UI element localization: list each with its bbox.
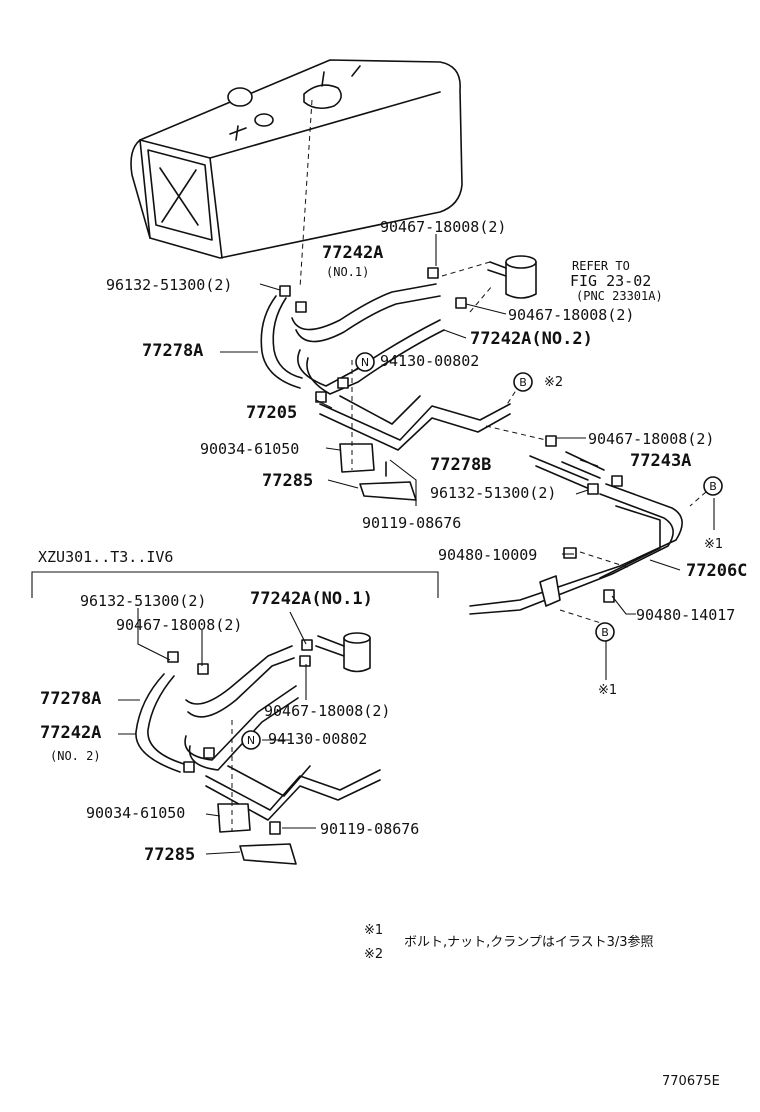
note-mark-2: ※2 bbox=[364, 947, 383, 962]
label-refer-line3: (PNC 23301A) bbox=[576, 289, 663, 303]
svg-text:N: N bbox=[361, 356, 369, 369]
label-90467-top: 90467-18008(2) bbox=[380, 218, 506, 236]
callout-b-right: B bbox=[703, 476, 723, 496]
label-90467-right: 90467-18008(2) bbox=[588, 430, 714, 448]
variant-frame bbox=[31, 571, 439, 598]
callout-n-bottom: N bbox=[241, 730, 261, 750]
label-90119-bottom: 90119-08676 bbox=[320, 820, 419, 838]
callout-b-top: B bbox=[513, 372, 533, 392]
label-77242A-no1-bottom: 77242A(NO.1) bbox=[250, 589, 373, 609]
svg-text:B: B bbox=[519, 376, 527, 389]
label-77242A-no2: 77242A(NO.2) bbox=[470, 329, 593, 349]
callout-n-top: N bbox=[355, 352, 375, 372]
label-ref1-lower: ※1 bbox=[598, 683, 617, 698]
bottom-hose-assembly bbox=[135, 632, 381, 865]
top-hose-assembly bbox=[260, 99, 707, 625]
label-90119-top: 90119-08676 bbox=[362, 514, 461, 532]
fuel-tank bbox=[130, 59, 463, 259]
label-77278B: 77278B bbox=[430, 455, 491, 475]
label-77242A-bottom: 77242A bbox=[40, 723, 101, 743]
label-ref2: ※2 bbox=[544, 375, 563, 390]
label-77243A: 77243A bbox=[630, 451, 691, 471]
label-77205: 77205 bbox=[246, 403, 297, 423]
label-refer-line1: REFER TO bbox=[572, 259, 630, 273]
leader-lines bbox=[118, 234, 715, 855]
label-94130-bottom: 94130-00802 bbox=[268, 730, 367, 748]
svg-text:B: B bbox=[601, 626, 609, 639]
label-77285-bottom: 77285 bbox=[144, 845, 195, 865]
label-77278A-bottom: 77278A bbox=[40, 689, 101, 709]
label-77206C: 77206C bbox=[686, 561, 747, 581]
label-90480-10009: 90480-10009 bbox=[438, 546, 537, 564]
label-no2-bottom: (NO. 2) bbox=[50, 749, 101, 763]
diagram-code: 770675E bbox=[662, 1074, 720, 1089]
label-96132-mid: 96132-51300(2) bbox=[430, 484, 556, 502]
label-90034-bottom: 90034-61050 bbox=[86, 804, 185, 822]
label-refer-line2: FIG 23-02 bbox=[570, 272, 651, 290]
label-90467-bottom-2: 90467-18008(2) bbox=[264, 702, 390, 720]
svg-text:B: B bbox=[709, 480, 717, 493]
label-94130-top: 94130-00802 bbox=[380, 352, 479, 370]
note-text: ボルト,ナット,クランプはイラスト3/3参照 bbox=[404, 934, 654, 950]
label-variant: XZU301..T3..IV6 bbox=[38, 548, 173, 566]
label-77278A-top: 77278A bbox=[142, 341, 203, 361]
label-77242A-top: 77242A bbox=[322, 243, 383, 263]
note-mark-1: ※1 bbox=[364, 923, 383, 938]
label-no1-top: (NO.1) bbox=[326, 265, 369, 279]
label-90034-top: 90034-61050 bbox=[200, 440, 299, 458]
label-96132-top: 96132-51300(2) bbox=[106, 276, 232, 294]
svg-text:N: N bbox=[247, 734, 255, 747]
label-77285-top: 77285 bbox=[262, 471, 313, 491]
label-90467-mid: 90467-18008(2) bbox=[508, 306, 634, 324]
label-ref1-right: ※1 bbox=[704, 537, 723, 552]
callout-b-lower: B bbox=[595, 622, 615, 642]
label-90467-bottom-1: 90467-18008(2) bbox=[116, 616, 242, 634]
label-90480-14017: 90480-14017 bbox=[636, 606, 735, 624]
label-96132-bottom: 96132-51300(2) bbox=[80, 592, 206, 610]
